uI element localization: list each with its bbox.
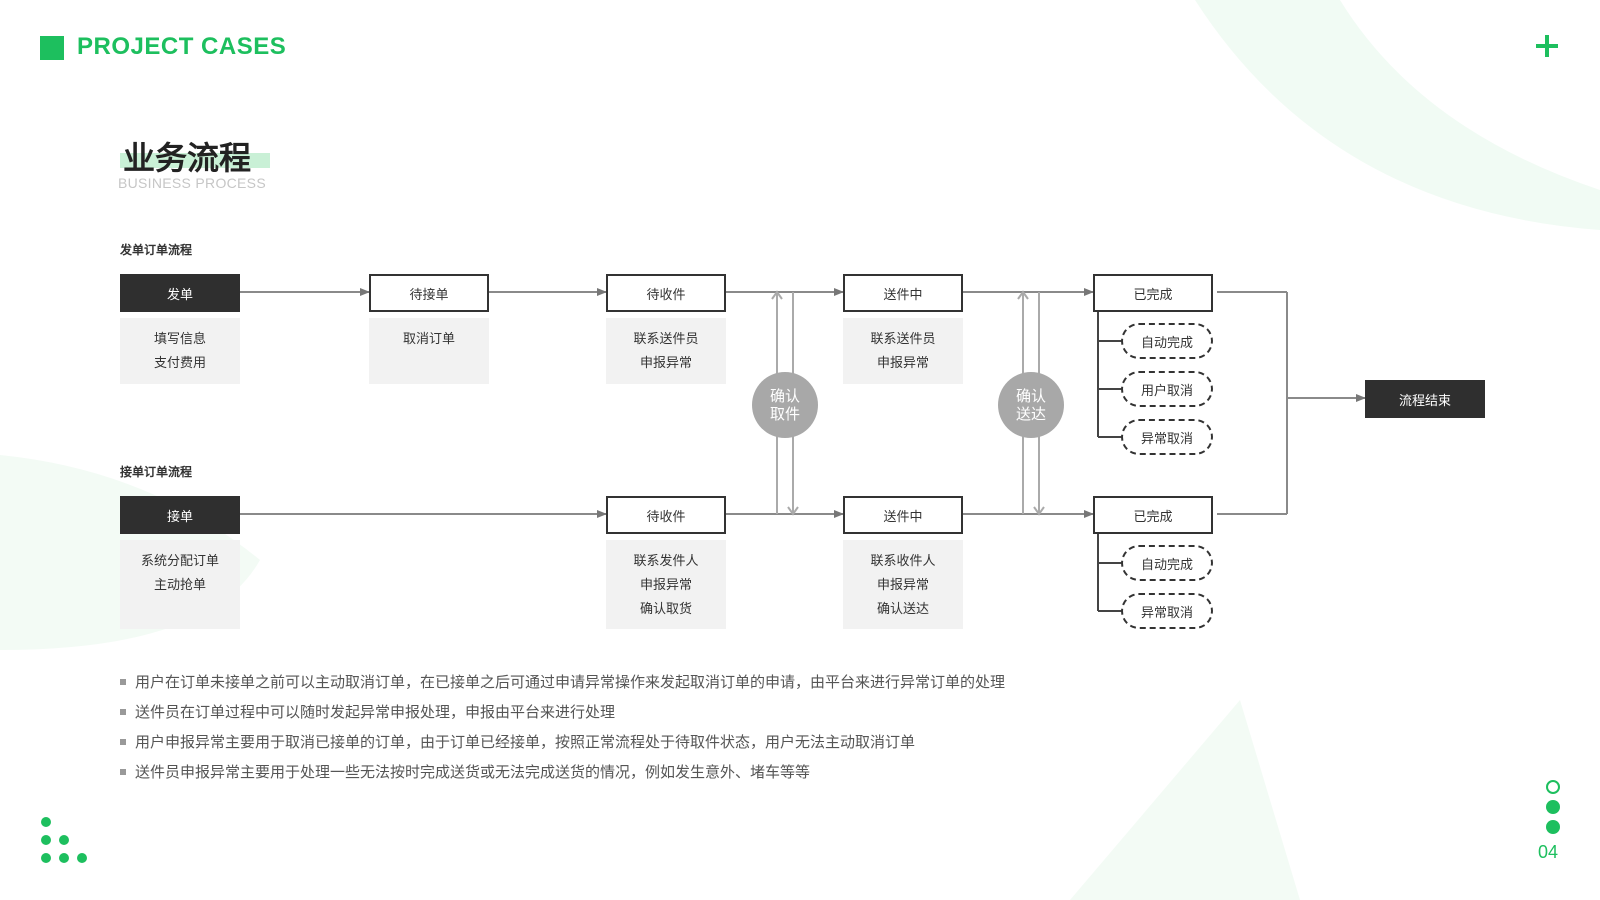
flow-bottom-outcome-exception-cancel: 异常取消 [1121,593,1213,629]
bullet-marker [120,768,126,775]
note-line: 联系送件员 [870,332,936,347]
page-indicator-dot [1546,820,1560,834]
flow-top-label: 发单订单流程 [120,243,193,257]
section-subtitle: BUSINESS PROCESS [118,175,266,191]
note-line: 系统分配订单 [140,554,219,569]
sync-pickup-line: 取件 [769,405,800,423]
note-line: 申报异常 [639,578,692,593]
page-number: 04 [1538,842,1559,862]
sync-delivery-line: 送达 [1015,405,1046,423]
decor-dot [41,817,51,827]
bullet-item: 用户申报异常主要用于取消已接单的订单，由于订单已经接单，按照正常流程处于待取件状… [120,731,915,752]
note-line: 联系发件人 [633,554,699,569]
section-title: 业务流程 [123,139,252,177]
note-line: 申报异常 [876,356,929,371]
bullet-text: 用户申报异常主要用于取消已接单的订单，由于订单已经接单，按照正常流程处于待取件状… [135,733,916,751]
flow-top-step4-node: 送件中 [843,274,963,312]
plus-icon [1536,35,1558,57]
flow-bottom-start-notes: 系统分配订单 主动抢单 [120,540,240,629]
sync-pickup-line: 确认 [769,387,800,405]
page-indicator-dot [1546,800,1560,814]
decor-dot [59,853,69,863]
sync-delivery-line: 确认 [1015,387,1046,405]
flow-top-step5-node: 已完成 [1093,274,1213,312]
flow-bottom-step3-notes: 联系发件人 申报异常 确认取货 [606,540,726,629]
header-title: PROJECT CASES [77,33,287,60]
flow-top-start-notes: 填写信息 支付费用 [120,318,240,384]
flow-top-step3-node: 待收件 [606,274,726,312]
bullet-marker [120,708,126,715]
note-line: 联系收件人 [870,554,936,569]
decor-dot [59,835,69,845]
flow-top-step2-notes: 取消订单 [369,318,489,384]
note-line: 填写信息 [153,332,206,347]
note-line: 联系送件员 [633,332,699,347]
bullet-item: 送件员在订单过程中可以随时发起异常申报处理，申报由平台来进行处理 [120,701,615,722]
flow-top-step2-node: 待接单 [369,274,489,312]
flow-bottom-start-node: 接单 [120,496,240,534]
flow-bottom-step4-node: 送件中 [843,496,963,534]
flow-bottom-step3-node: 待收件 [606,496,726,534]
note-line: 主动抢单 [153,578,206,593]
decor-dot [77,853,87,863]
flow-top-outcome-auto: 自动完成 [1121,323,1213,359]
flow-top-step4-notes: 联系送件员 申报异常 [843,318,963,384]
note-line: 申报异常 [876,578,929,593]
bullet-marker [120,678,126,685]
flow-top-start-node: 发单 [120,274,240,312]
flow-bottom-outcome-auto: 自动完成 [1121,545,1213,581]
bullet-text: 送件员申报异常主要用于处理一些无法按时完成送货或无法完成送货的情况，例如发生意外… [135,763,811,781]
note-line: 支付费用 [153,356,206,371]
page-indicator-dot-hollow [1546,780,1560,794]
note-line: 申报异常 [639,356,692,371]
bullet-marker [120,738,126,745]
sync-pickup-circle: 确认 取件 [752,372,818,438]
flow-top-step3-notes: 联系送件员 申报异常 [606,318,726,384]
note-line: 取消订单 [402,332,455,347]
flow-top-outcome-user-cancel: 用户取消 [1121,371,1213,407]
bullet-item: 用户在订单未接单之前可以主动取消订单，在已接单之后可通过申请异常操作来发起取消订… [120,671,1005,692]
flow-top-outcome-exception-cancel: 异常取消 [1121,419,1213,455]
flow-bottom-label: 接单订单流程 [120,465,193,479]
bullet-item: 送件员申报异常主要用于处理一些无法按时完成送货或无法完成送货的情况，例如发生意外… [120,761,810,782]
bullet-text: 送件员在订单过程中可以随时发起异常申报处理，申报由平台来进行处理 [135,703,616,721]
bullet-text: 用户在订单未接单之前可以主动取消订单，在已接单之后可通过申请异常操作来发起取消订… [135,673,1006,691]
section-title-highlight [120,153,270,168]
flow-end-node: 流程结束 [1365,380,1485,418]
note-line: 确认取货 [639,602,692,617]
note-line: 确认送达 [876,602,929,617]
flow-bottom-step4-notes: 联系收件人 申报异常 确认送达 [843,540,963,629]
flow-bottom-step5-node: 已完成 [1093,496,1213,534]
header-accent-square [40,36,64,60]
sync-delivery-circle: 确认 送达 [998,372,1064,438]
decor-dot [41,853,51,863]
decor-dot [41,835,51,845]
